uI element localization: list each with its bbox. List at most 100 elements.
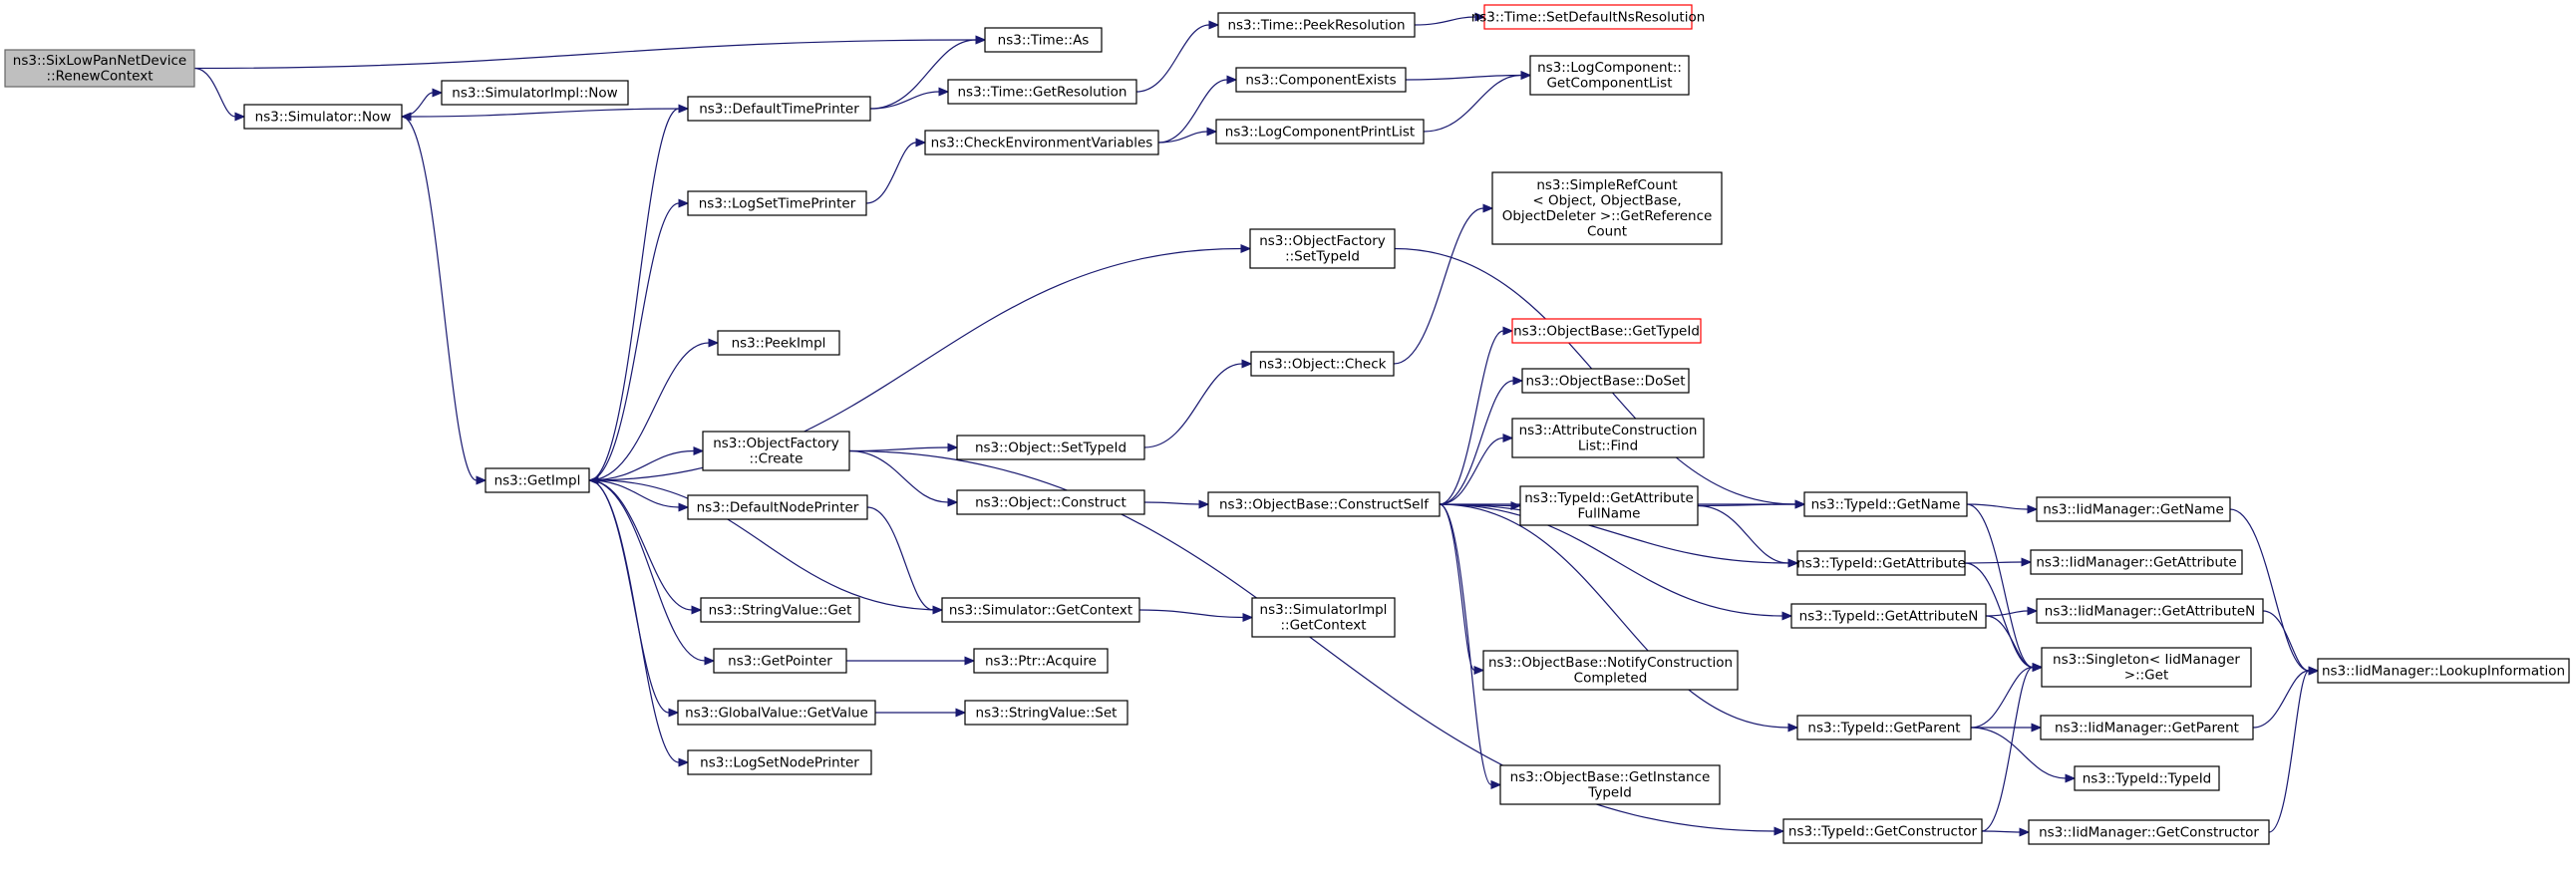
node-iidgetattr[interactable]: ns3::IidManager::GetAttribute xyxy=(2030,549,2243,575)
node-box xyxy=(1796,715,1972,740)
node-logsetnode[interactable]: ns3::LogSetNodePrinter xyxy=(687,749,872,775)
node-box xyxy=(964,700,1128,726)
node-logcompprint[interactable]: ns3::LogComponentPrintList xyxy=(1215,119,1425,145)
node-compexists[interactable]: ns3::ComponentExists xyxy=(1235,67,1407,93)
node-deftimeprinter[interactable]: ns3::DefaultTimePrinter xyxy=(687,96,871,122)
node-box xyxy=(2040,715,2254,740)
node-box xyxy=(687,190,867,216)
node-label: < Object, ObjectBase, xyxy=(1532,193,1681,209)
node-label: ::RenewContext xyxy=(47,69,154,85)
edge-objconstruct-to-obconstructself xyxy=(1143,499,1210,509)
node-tidgetattr[interactable]: ns3::TypeId::GetAttribute xyxy=(1796,550,1966,576)
node-simimplnow[interactable]: ns3::SimulatorImpl::Now xyxy=(441,80,629,106)
edge-getimpl-to-peekimpl xyxy=(588,338,720,481)
node-ofcreate[interactable]: ns3::ObjectFactory::Create xyxy=(702,431,850,471)
node-logcomplist[interactable]: ns3::LogComponent::GetComponentList xyxy=(1529,55,1690,96)
node-strvalset[interactable]: ns3::StringValue::Set xyxy=(964,700,1128,726)
node-objconstruct[interactable]: ns3::Object::Construct xyxy=(956,489,1145,515)
node-box xyxy=(1790,603,1987,629)
node-box xyxy=(2041,647,2252,688)
node-box xyxy=(1250,351,1395,377)
node-label: ns3::Time::SetDefaultNsResolution xyxy=(1471,9,1706,25)
node-gvgetvalue[interactable]: ns3::GlobalValue::GetValue xyxy=(677,700,876,726)
edge-obconstructself-to-tidgetparent xyxy=(1439,503,1799,733)
node-label: ns3::TypeId::GetAttributeN xyxy=(1799,608,1979,624)
node-box xyxy=(1235,67,1407,93)
node-singletonget[interactable]: ns3::Singleton< IidManager>::Get xyxy=(2041,647,2252,688)
node-renew[interactable]: ns3::SixLowPanNetDevice::RenewContext xyxy=(4,49,195,88)
node-checkenv[interactable]: ns3::CheckEnvironmentVariables xyxy=(924,130,1159,155)
edge-getimpl-to-logsetnode xyxy=(588,479,690,767)
node-box xyxy=(1499,764,1721,805)
node-label: ns3::ObjectBase::NotifyConstruction xyxy=(1488,655,1733,671)
edge-obconstructself-to-aclfind xyxy=(1439,433,1514,505)
node-label: ns3::IidManager::GetName xyxy=(2043,501,2224,517)
node-box xyxy=(2030,549,2243,575)
edge-obconstructself-to-obgettypeid xyxy=(1439,326,1514,505)
node-timeas[interactable]: ns3::Time::As xyxy=(984,27,1103,53)
node-getres[interactable]: ns3::Time::GetResolution xyxy=(947,79,1137,105)
node-peekimpl[interactable]: ns3::PeekImpl xyxy=(717,330,840,356)
node-ofsettypeid[interactable]: ns3::ObjectFactory::SetTypeId xyxy=(1249,228,1396,269)
node-tidgetparent[interactable]: ns3::TypeId::GetParent xyxy=(1796,715,1972,740)
node-label: ns3::LogComponentPrintList xyxy=(1225,124,1415,140)
node-label: ns3::Object::Check xyxy=(1259,356,1387,372)
node-obgettypeid[interactable]: ns3::ObjectBase::GetTypeId xyxy=(1511,318,1702,344)
node-objcheck[interactable]: ns3::Object::Check xyxy=(1250,351,1395,377)
node-getpointer[interactable]: ns3::GetPointer xyxy=(713,648,847,674)
node-simimplgetctx[interactable]: ns3::SimulatorImpl::GetContext xyxy=(1251,597,1396,638)
node-peekres[interactable]: ns3::Time::PeekResolution xyxy=(1217,12,1416,38)
node-tidgetctor[interactable]: ns3::TypeId::GetConstructor xyxy=(1782,818,1983,844)
node-label: ns3::DefaultTimePrinter xyxy=(699,101,859,117)
node-getimpl[interactable]: ns3::GetImpl xyxy=(484,467,590,493)
node-logsettime[interactable]: ns3::LogSetTimePrinter xyxy=(687,190,867,216)
edge-deftimeprinter-to-simnow xyxy=(400,108,689,122)
node-iidgetparent[interactable]: ns3::IidManager::GetParent xyxy=(2040,715,2254,740)
node-strvalget[interactable]: ns3::StringValue::Get xyxy=(700,597,860,623)
node-tidgetname[interactable]: ns3::TypeId::GetName xyxy=(1803,491,1968,517)
node-label: ns3::Object::Construct xyxy=(975,494,1127,510)
node-label: ns3::Time::As xyxy=(998,32,1090,48)
node-tidtypeid[interactable]: ns3::TypeId::TypeId xyxy=(2074,765,2220,791)
edge-ofcreate-to-objsettypeid xyxy=(848,442,959,452)
node-box xyxy=(956,435,1145,460)
node-simgetctx[interactable]: ns3::Simulator::GetContext xyxy=(941,597,1140,623)
node-objsettypeid[interactable]: ns3::Object::SetTypeId xyxy=(956,435,1145,460)
node-simplerefcount[interactable]: ns3::SimpleRefCount< Object, ObjectBase,… xyxy=(1491,171,1723,245)
node-ptracquire[interactable]: ns3::Ptr::Acquire xyxy=(973,648,1109,674)
node-label: ns3::CheckEnvironmentVariables xyxy=(931,135,1153,150)
node-label: ns3::ObjectFactory xyxy=(713,436,839,451)
node-defnodeprinter[interactable]: ns3::DefaultNodePrinter xyxy=(687,494,868,520)
node-box xyxy=(1215,119,1425,145)
node-label: ns3::Simulator::GetContext xyxy=(949,602,1132,618)
node-label: GetComponentList xyxy=(1546,76,1672,92)
node-tidgetattrn[interactable]: ns3::TypeId::GetAttributeN xyxy=(1790,603,1987,629)
node-box xyxy=(441,80,629,106)
edge-getimpl-to-getpointer xyxy=(588,479,716,666)
edge-ofcreate-to-objconstruct xyxy=(848,449,959,507)
node-iidgetattrn[interactable]: ns3::IidManager::GetAttributeN xyxy=(2036,598,2264,624)
node-iidgetctor[interactable]: ns3::IidManager::GetConstructor xyxy=(2028,819,2270,845)
node-setdefres[interactable]: ns3::Time::SetDefaultNsResolution xyxy=(1471,4,1706,30)
node-label: ns3::TypeId::GetConstructor xyxy=(1788,823,1978,839)
node-obdoset[interactable]: ns3::ObjectBase::DoSet xyxy=(1521,368,1690,394)
node-box xyxy=(1251,597,1396,638)
edge-getattrfullname-to-tidgetname xyxy=(1697,499,1806,509)
node-label: ns3::IidManager::GetParent xyxy=(2055,720,2239,735)
node-label: ns3::TypeId::GetParent xyxy=(1807,720,1960,735)
node-obconstructself[interactable]: ns3::ObjectBase::ConstructSelf xyxy=(1207,491,1441,517)
node-iidgetname[interactable]: ns3::IidManager::GetName xyxy=(2036,496,2231,522)
node-label: ns3::DefaultNodePrinter xyxy=(697,499,859,515)
node-iidlookup[interactable]: ns3::IidManager::LookupInformation xyxy=(2317,658,2570,684)
node-label: ::SetTypeId xyxy=(1285,249,1360,265)
node-label: List::Find xyxy=(1578,439,1638,454)
node-label: ns3::ObjectBase::ConstructSelf xyxy=(1219,496,1430,512)
node-label: ns3::TypeId::TypeId xyxy=(2083,770,2212,786)
node-label: ns3::Time::GetResolution xyxy=(957,84,1127,100)
node-obnotify[interactable]: ns3::ObjectBase::NotifyConstructionCompl… xyxy=(1482,650,1739,691)
node-simnow[interactable]: ns3::Simulator::Now xyxy=(243,104,403,130)
node-label: ns3::Singleton< IidManager xyxy=(2053,652,2240,668)
